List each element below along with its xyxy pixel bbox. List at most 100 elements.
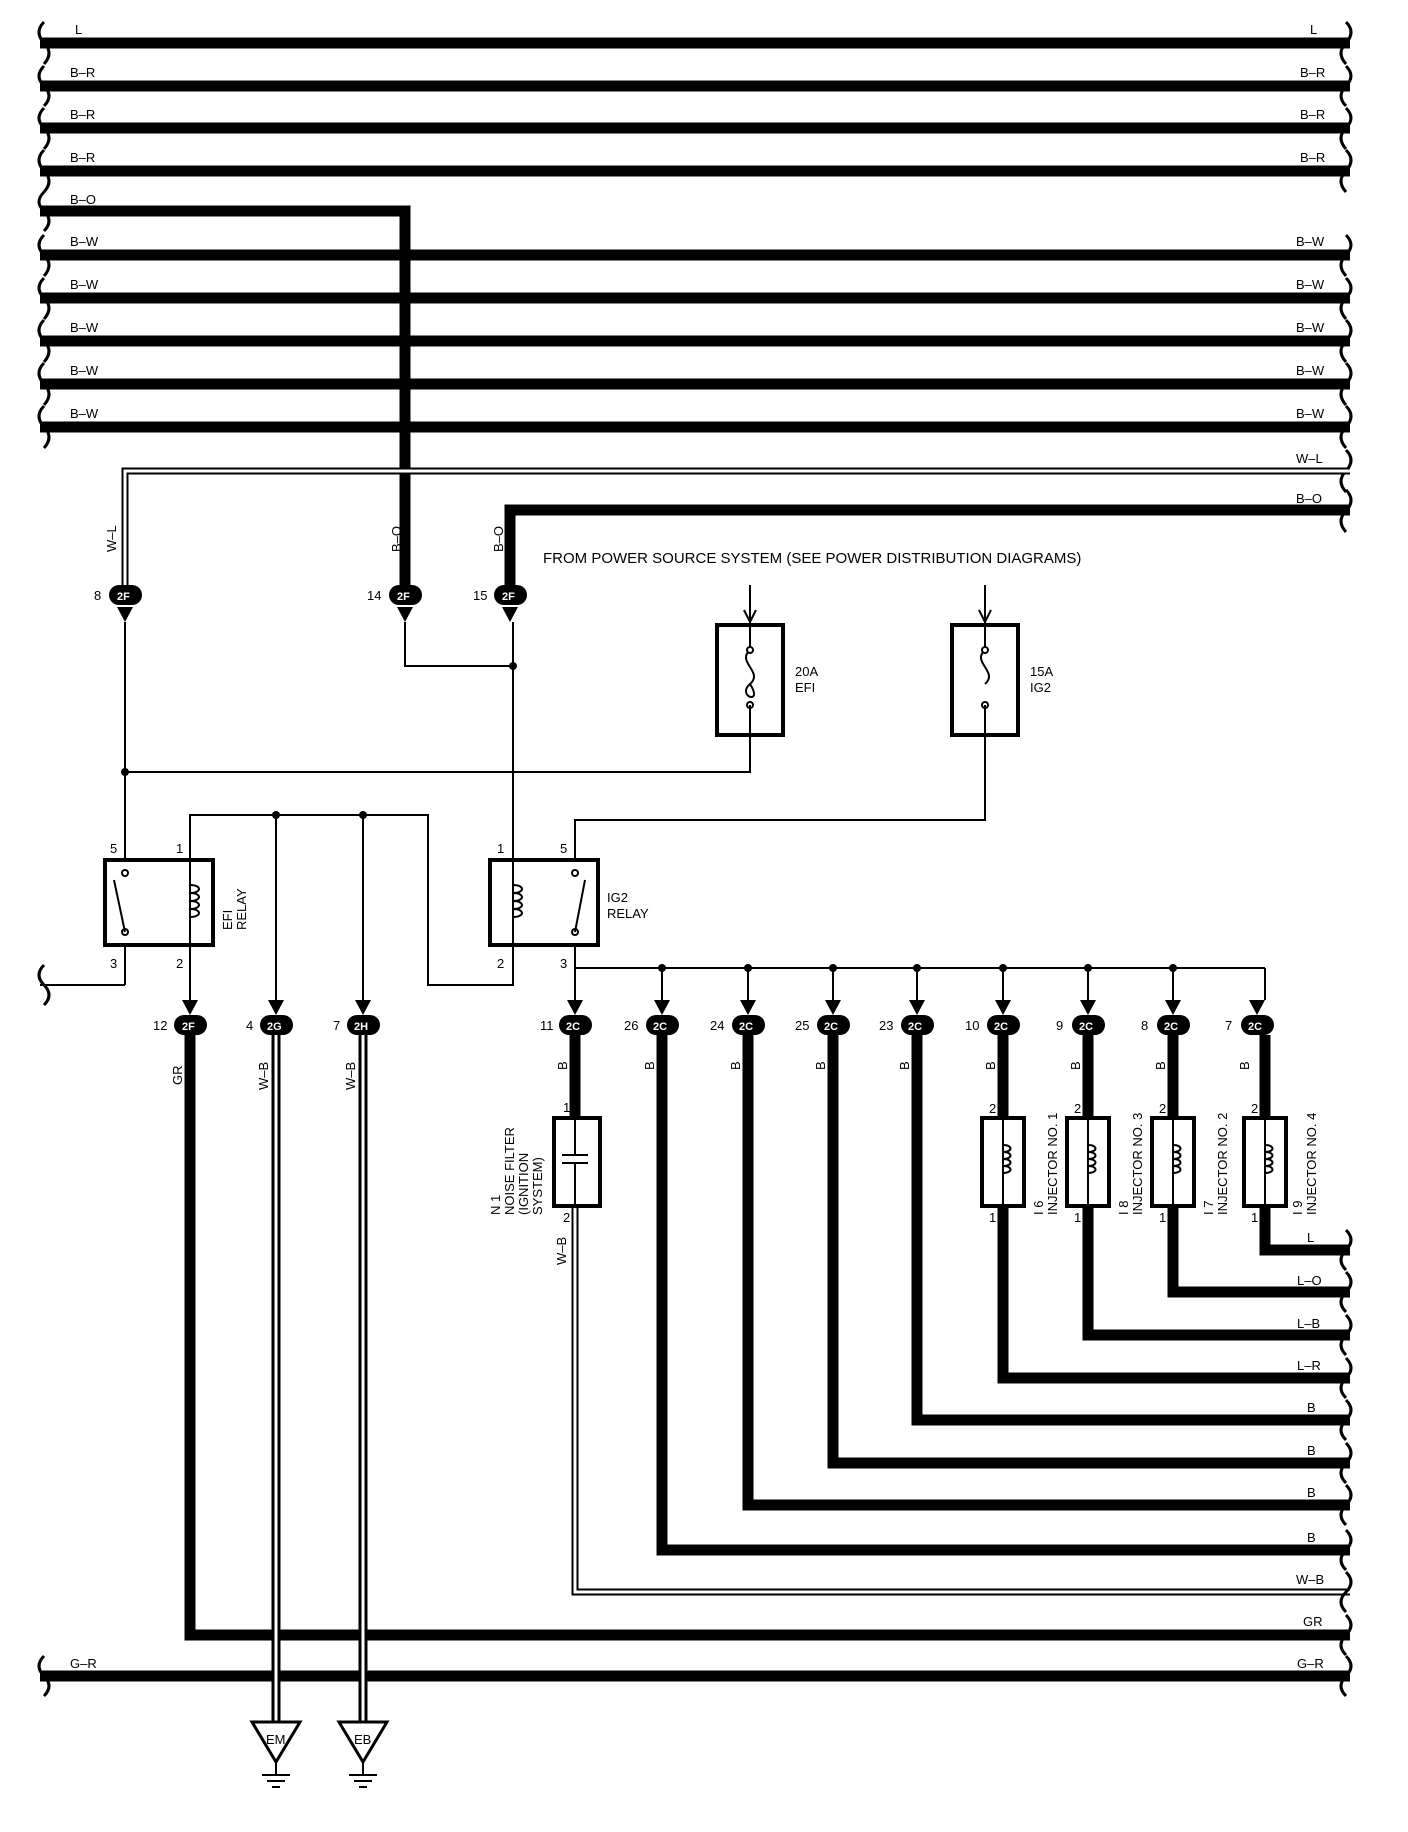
svg-text:15: 15	[473, 588, 487, 603]
right-break-marks-bottom	[37, 1228, 1353, 1698]
junction-dot	[359, 811, 367, 819]
right-wire-labels-bottom: L L–O L–B L–R B B B B W–B GR G–R G–R	[70, 1230, 1324, 1671]
svg-text:L–B: L–B	[1297, 1316, 1320, 1331]
noise-filter-line1: NOISE FILTER	[502, 1127, 517, 1215]
svg-text:B: B	[555, 1061, 570, 1070]
bus-wire-label-left: B–R	[70, 107, 95, 122]
bus-wire-label-left: B–W	[70, 234, 99, 249]
connector-2c-pin24: 2C 24 B	[710, 1000, 765, 1070]
svg-text:B: B	[642, 1061, 657, 1070]
break-mark	[37, 963, 51, 1007]
noise-filter-pin: 1	[563, 1100, 570, 1115]
connector-2c-pin9: 2C 9 B	[1056, 1000, 1105, 1070]
connector-2c-pin8: 2C 8 B	[1141, 1000, 1190, 1070]
relay-pin: 1	[176, 841, 183, 856]
bus-wire-label-right: L	[1310, 22, 1317, 37]
svg-text:4: 4	[246, 1018, 253, 1033]
relay-pin: 5	[560, 841, 567, 856]
relay-ig2: 1 5 2 3 IG2 RELAY	[488, 841, 649, 971]
bus-wire-label-right: B–W	[1296, 406, 1325, 421]
injector-no-1: 2 1 I 6 INJECTOR NO. 1	[980, 1101, 1060, 1225]
relay-pin: 3	[110, 956, 117, 971]
svg-text:B: B	[813, 1061, 828, 1070]
wb-double-wires	[271, 1035, 1350, 1722]
svg-text:B: B	[728, 1061, 743, 1070]
svg-text:2: 2	[1251, 1101, 1258, 1116]
svg-text:2: 2	[1074, 1101, 1081, 1116]
injector-name: INJECTOR NO. 3	[1130, 1113, 1145, 1215]
fuse-ig2: 15A IG2	[950, 585, 1053, 737]
noise-filter: 1 2 N 1 NOISE FILTER (IGNITION SYSTEM) W…	[488, 1100, 602, 1265]
junction-dot	[272, 811, 280, 819]
relay-suffix: RELAY	[607, 906, 649, 921]
wire-w-l: W–L W–L	[104, 451, 1350, 585]
injector-no-3: 2 1 I 8 INJECTOR NO. 3	[1065, 1101, 1145, 1225]
wire-label-w-l-vertical: W–L	[104, 525, 119, 552]
relay-pin: 2	[176, 956, 183, 971]
fuse-name: EFI	[795, 680, 815, 695]
svg-text:2C: 2C	[1248, 1021, 1262, 1033]
bus-wire-l: L L	[40, 22, 1350, 49]
bottom-left-wire-label: G–R	[70, 1656, 97, 1671]
svg-text:2C: 2C	[566, 1021, 580, 1033]
bus-wire-label-left: B–W	[70, 320, 99, 335]
lower-connectors: 2F 12 GR 2G 4 W–B 2H 7 W–B 2C 11 B	[153, 1000, 1274, 1090]
svg-text:1: 1	[1251, 1210, 1258, 1225]
bus-wire-label-right: B–W	[1296, 234, 1325, 249]
connector-2c-pin10: 2C 10 B	[965, 1000, 1020, 1070]
wire-label-b-o-15: B–O	[491, 526, 506, 552]
fuse-efi: 20A EFI	[715, 585, 818, 737]
injector-name: INJECTOR NO. 1	[1045, 1113, 1060, 1215]
noise-filter-id: N 1	[488, 1195, 503, 1215]
thin-wires-relay	[40, 814, 1265, 1000]
bus-wire-label-right: B–R	[1300, 65, 1325, 80]
svg-text:B: B	[1307, 1400, 1316, 1415]
bus-wire-b-w-1: B–W B–W	[40, 234, 1350, 261]
svg-text:G–R: G–R	[1297, 1656, 1324, 1671]
svg-text:2C: 2C	[1164, 1021, 1178, 1033]
relay-name: EFI	[220, 910, 235, 930]
junction-dot	[509, 662, 517, 670]
svg-text:GR: GR	[170, 1066, 185, 1086]
svg-text:2H: 2H	[354, 1021, 368, 1033]
connector-2f-pin8: 2F 8	[94, 585, 142, 622]
ground-eb: EB	[336, 1720, 390, 1788]
svg-text:2F: 2F	[117, 591, 130, 603]
svg-text:B: B	[1307, 1485, 1316, 1500]
connector-2f-pin15: 2F 15	[473, 585, 527, 622]
relay-efi: 5 1 3 2 EFI RELAY	[103, 841, 249, 971]
svg-text:B: B	[1068, 1061, 1083, 1070]
svg-text:2: 2	[1159, 1101, 1166, 1116]
svg-text:9: 9	[1056, 1018, 1063, 1033]
power-source-note: FROM POWER SOURCE SYSTEM (SEE POWER DIST…	[543, 550, 1081, 567]
connector-2c-pin26: 2C 26 B	[624, 1000, 679, 1070]
svg-text:7: 7	[1225, 1018, 1232, 1033]
injector-no-4: 2 1 I 9 INJECTOR NO. 4	[1242, 1101, 1319, 1225]
relay-pin: 3	[560, 956, 567, 971]
bus-wire-b-w-5: B–W B–W	[40, 406, 1350, 433]
svg-text:1: 1	[1159, 1210, 1166, 1225]
branch-drops	[661, 968, 1266, 1000]
bus-wire-b-w-4: B–W B–W	[40, 363, 1350, 390]
svg-text:2C: 2C	[908, 1021, 922, 1033]
relay-pin: 1	[497, 841, 504, 856]
svg-text:2F: 2F	[502, 591, 515, 603]
injector-name: INJECTOR NO. 4	[1304, 1113, 1319, 1215]
fuse-name: IG2	[1030, 680, 1051, 695]
svg-text:B: B	[1307, 1443, 1316, 1458]
bus-wire-label-right: B–W	[1296, 363, 1325, 378]
svg-text:8: 8	[94, 588, 101, 603]
connector-2g-pin4: 2G 4 W–B	[246, 1000, 293, 1090]
noise-filter-line3: SYSTEM)	[530, 1157, 545, 1215]
svg-text:2: 2	[989, 1101, 996, 1116]
injector-id: I 8	[1116, 1201, 1131, 1215]
bus-wire-b-w-2: B–W B–W	[40, 277, 1350, 304]
svg-text:W–B: W–B	[343, 1062, 358, 1090]
svg-text:B: B	[983, 1061, 998, 1070]
relay-pin: 2	[497, 956, 504, 971]
connector-2f-pin12: 2F 12 GR	[153, 1000, 207, 1085]
injector-id: I 9	[1290, 1201, 1305, 1215]
bus-wire-b-r-1: B–R B–R	[40, 65, 1350, 92]
connector-2c-pin23: 2C 23 B	[879, 1000, 934, 1070]
fuse-rating: 15A	[1030, 664, 1053, 679]
